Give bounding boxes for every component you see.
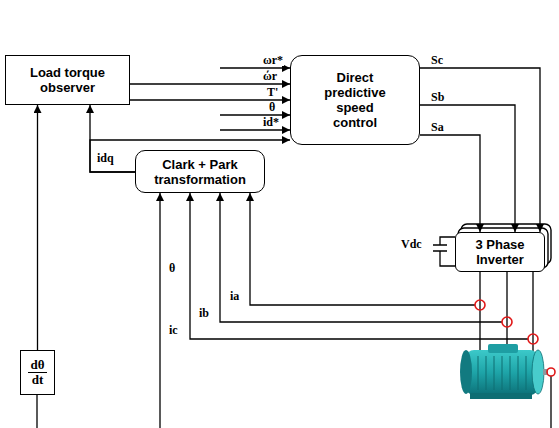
capacitor-symbol (433, 237, 455, 266)
box-text: Load torque observer (13, 65, 123, 95)
signal-name: id* (262, 116, 280, 128)
box-text: dt (30, 373, 46, 387)
signal-name: ib (198, 307, 210, 319)
signal-arrow (130, 83, 290, 84)
transform-box: Clark + Park transformation (135, 150, 265, 193)
motor-fins (478, 356, 526, 390)
encoder-symbol (547, 368, 555, 376)
phase-a-current-line (250, 193, 475, 305)
signal-arrow (420, 105, 515, 232)
observer-box: Load torque observer (5, 55, 130, 105)
signal-name: Sa (430, 121, 445, 133)
signal-name: Sb (430, 91, 445, 103)
motor-rear-cap (460, 350, 472, 394)
motor-front-face (532, 350, 544, 394)
current-sensor (475, 300, 485, 310)
inverter-box: 3 Phase Inverter (455, 232, 545, 272)
signal-name: θ (168, 262, 176, 274)
rotor-angle-line (159, 193, 160, 428)
signal-arrow (37, 105, 38, 350)
terminal-box (488, 344, 518, 353)
current-reference-line (220, 129, 290, 130)
signal-arrow (130, 99, 290, 100)
motor-phase-wire (479, 272, 480, 352)
reference-speed-line (220, 67, 290, 68)
encoder-line (550, 376, 551, 428)
signal-name: T' (266, 86, 279, 98)
signal-name: idq (96, 152, 115, 164)
signal-arrow (420, 68, 540, 232)
box-text: Clark + Park transformation (141, 157, 259, 187)
box-text: 3 Phase Inverter (463, 237, 537, 267)
motor-feet (470, 393, 532, 399)
derivative-box: dθdt (20, 350, 55, 395)
signal-name: Sc (430, 54, 444, 66)
signal-name: θ (268, 101, 276, 113)
box-text: Direct predictive speed control (314, 70, 396, 130)
signal-name: Vdc (400, 238, 423, 250)
speed-feedback-line (36, 395, 37, 428)
controller-box: Direct predictive speed control (290, 55, 420, 145)
current-sensor (528, 334, 538, 344)
current-sensor (502, 317, 512, 327)
signal-name: ia (229, 290, 240, 302)
capacitor-symbol (433, 237, 455, 266)
motor-phase-wire (532, 272, 533, 352)
motor-illustration (460, 344, 548, 399)
box-text: dθ (28, 358, 46, 373)
signal-arrow (90, 105, 135, 172)
motor-phase-wire (506, 272, 507, 346)
signal-name: ωr* (262, 54, 284, 66)
motor-body (466, 350, 538, 395)
signal-arrow (420, 135, 480, 232)
signal-name: ic (168, 324, 179, 336)
signal-name: ώr (262, 70, 278, 82)
